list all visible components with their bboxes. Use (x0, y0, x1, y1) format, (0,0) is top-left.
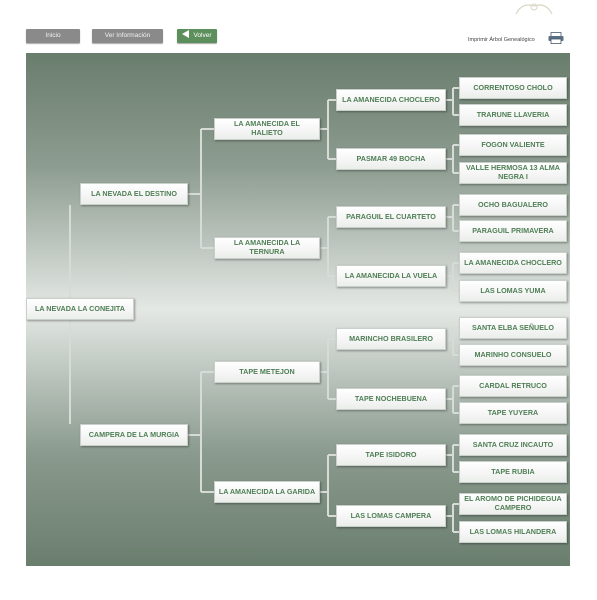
horse-logo-icon (515, 3, 553, 15)
horse-la-amanecida-choclero-node[interactable]: LA AMANECIDA CHOCLERO (336, 89, 446, 111)
horse-campera-de-la-murgia-node[interactable]: CAMPERA DE LA MURGIA (80, 424, 188, 446)
horse-la-amanecida-la-ternura-node[interactable]: LA AMANECIDA LA TERNURA (214, 237, 320, 259)
horse-las-lomas-hilandera-node[interactable]: LAS LOMAS HILANDERA (459, 521, 567, 543)
horse-la-amanecida-la-garida-node[interactable]: LA AMANECIDA LA GARIDA (214, 481, 320, 503)
pedigree-tree: LA NEVADA LA CONEJITA LA NEVADA EL DESTIN… (26, 53, 570, 566)
horse-pasmar-49-bocha-node[interactable]: PASMAR 49 BOCHA (336, 148, 446, 170)
horse-marincho-brasilero-node[interactable]: MARINCHO BRASILERO (336, 328, 446, 350)
horse-la-amanecida-choclero-node[interactable]: LA AMANECIDA CHOCLERO (459, 252, 567, 274)
horse-santa-elba-senuelo-node[interactable]: SANTA ELBA SEÑUELO (459, 317, 567, 339)
horse-tape-metejon-node[interactable]: TAPE METEJON (214, 361, 320, 383)
horse-marinho-consuelo-node[interactable]: MARINHO CONSUELO (459, 344, 567, 366)
volver-button[interactable]: Volver (177, 29, 217, 43)
horse-trarune-llaveria-node[interactable]: TRARUNE LLAVERIA (459, 104, 567, 126)
inicio-button[interactable]: Inicio (26, 29, 80, 43)
horse-cardal-retruco-node[interactable]: CARDAL RETRUCO (459, 375, 567, 397)
arrow-left-icon (182, 30, 190, 39)
horse-las-lomas-yuma-node[interactable]: LAS LOMAS YUMA (459, 280, 567, 302)
horse-el-aromo-de-pichidegua-campero-node[interactable]: EL AROMO DE PICHIDEGUA CAMPERO (459, 493, 567, 515)
horse-paraguil-primavera-node[interactable]: PARAGUIL PRIMAVERA (459, 220, 567, 242)
horse-fogon-valiente-node[interactable]: FOGON VALIENTE (459, 134, 567, 156)
printer-icon[interactable] (548, 32, 564, 44)
ver-informacion-button[interactable]: Ver Información (92, 29, 163, 43)
horse-ocho-bagualero-node[interactable]: OCHO BAGUALERO (459, 194, 567, 216)
horse-la-amanecida-la-vuela-node[interactable]: LA AMANECIDA LA VUELA (336, 265, 446, 287)
horse-valle-hermosa-13-alma-negra-i-node[interactable]: VALLE HERMOSA 13 ALMA NEGRA I (459, 162, 567, 184)
horse-tape-yuyera-node[interactable]: TAPE YUYERA (459, 402, 567, 424)
horse-tape-nochebuena-node[interactable]: TAPE NOCHEBUENA (336, 388, 446, 410)
horse-paraguil-el-cuarteto-node[interactable]: PARAGUIL EL CUARTETO (336, 206, 446, 228)
horse-tape-isidoro-node[interactable]: TAPE ISIDORO (336, 444, 446, 466)
horse-la-nevada-la-conejita-node[interactable]: LA NEVADA LA CONEJITA (26, 298, 134, 320)
volver-label: Volver (193, 32, 212, 39)
horse-la-amanecida-el-halieto-node[interactable]: LA AMANECIDA EL HALIETO (214, 118, 320, 140)
print-tree-link[interactable]: Imprimir Árbol Genealógico (468, 37, 535, 43)
horse-correntoso-cholo-node[interactable]: CORRENTOSO CHOLO (459, 77, 567, 99)
horse-las-lomas-campera-node[interactable]: LAS LOMAS CAMPERA (336, 505, 446, 527)
horse-la-nevada-el-destino-node[interactable]: LA NEVADA EL DESTINO (80, 183, 188, 205)
horse-tape-rubia-node[interactable]: TAPE RUBIA (459, 461, 567, 483)
horse-santa-cruz-incauto-node[interactable]: SANTA CRUZ INCAUTO (459, 434, 567, 456)
